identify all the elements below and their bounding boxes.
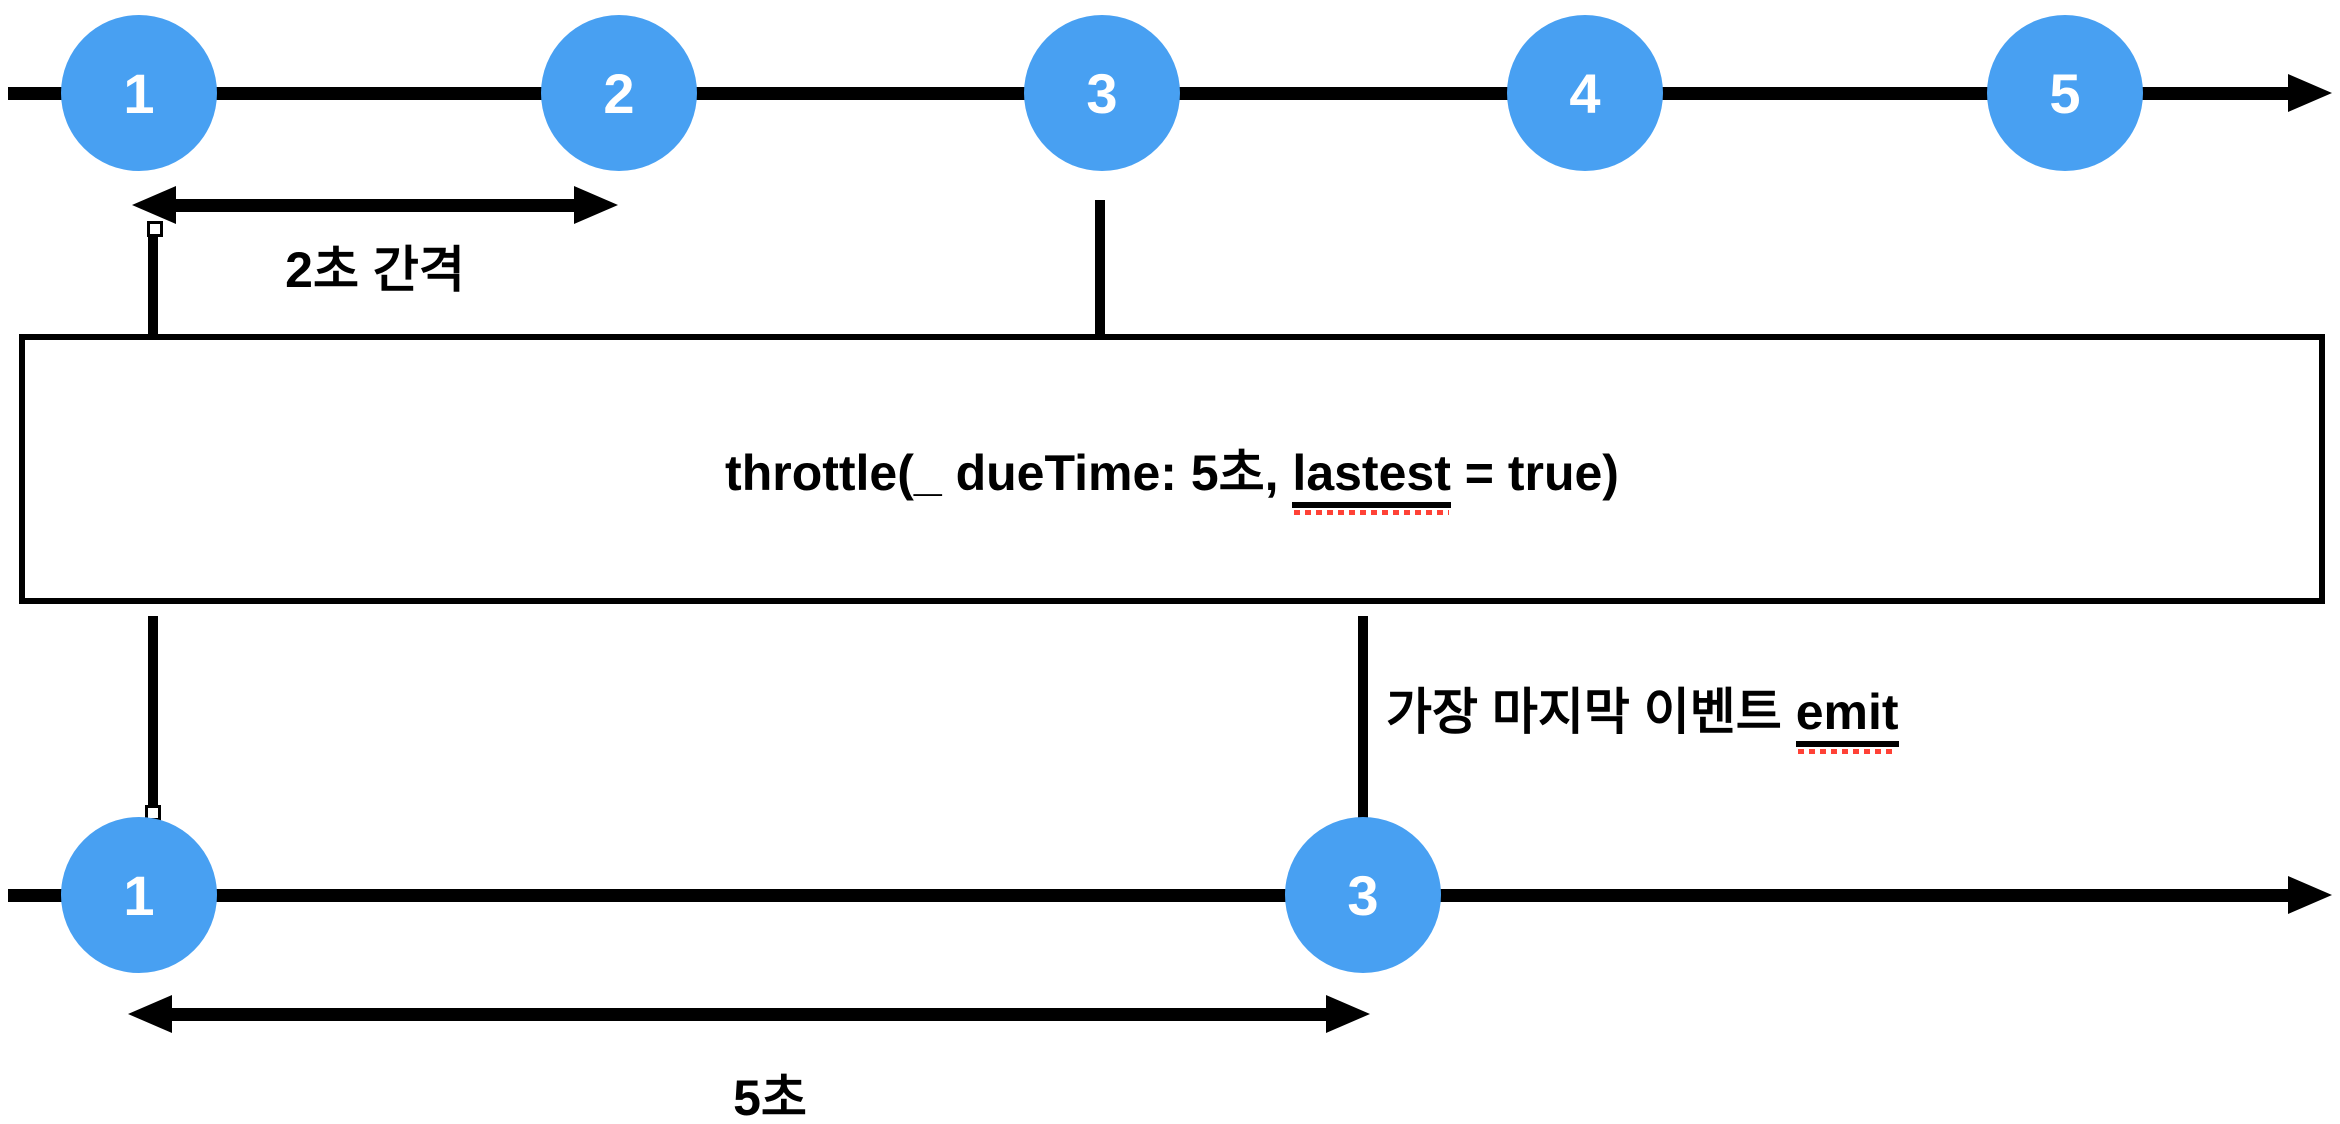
emit-annotation: 가장 마지막 이벤트 emit — [1386, 672, 1899, 747]
duration-arrow-right-head-icon — [1326, 995, 1370, 1033]
source-marble-5-label: 5 — [2049, 61, 2081, 125]
result-marble-1-label: 1 — [123, 863, 155, 927]
duration-arrow-line — [164, 1008, 1330, 1021]
source-marble-1-label: 1 — [123, 61, 155, 125]
connector-event1-to-box — [148, 237, 158, 337]
misspelled-word-lastest-text: lastest — [1292, 445, 1451, 501]
source-marble-3-label: 3 — [1086, 61, 1118, 125]
line-selection-handle-top[interactable] — [147, 221, 163, 237]
interval-label: 2초 간격 — [285, 242, 465, 298]
source-marble-4: 4 — [1507, 15, 1663, 171]
operator-expression: throttle(_ dueTime: 5초, lastest = true) — [725, 433, 1619, 508]
source-timeline-arrowhead-icon — [2288, 74, 2332, 112]
emit-annotation-prefix: 가장 마지막 이벤트 — [1386, 684, 1796, 740]
result-marble-1: 1 — [61, 817, 217, 973]
connector-event3-to-box — [1095, 200, 1105, 337]
result-timeline-line — [8, 889, 2290, 902]
source-marble-2: 2 — [541, 15, 697, 171]
interval-arrow-right-head-icon — [574, 186, 618, 224]
source-marble-5: 5 — [1987, 15, 2143, 171]
connector-box-to-result-event1 — [148, 616, 158, 807]
source-marble-3: 3 — [1024, 15, 1180, 171]
source-marble-1: 1 — [61, 15, 217, 171]
result-marble-3: 3 — [1285, 817, 1441, 973]
duration-label: 5초 — [733, 1070, 807, 1124]
misspelled-word-emit-text: emit — [1795, 684, 1899, 740]
misspelled-word-emit: emit — [1795, 684, 1899, 747]
source-marble-4-label: 4 — [1569, 61, 1601, 125]
operator-text-suffix: = true) — [1450, 445, 1619, 501]
connector-box-to-result-event3 — [1358, 616, 1368, 818]
result-timeline-arrowhead-icon — [2288, 876, 2332, 914]
operator-box: throttle(_ dueTime: 5초, lastest = true) — [19, 334, 2325, 604]
interval-arrow-line — [168, 199, 582, 212]
operator-text-prefix: throttle(_ dueTime: 5초, — [725, 445, 1293, 501]
source-marble-2-label: 2 — [603, 61, 635, 125]
misspelled-word-lastest: lastest — [1292, 445, 1451, 508]
result-marble-3-label: 3 — [1347, 863, 1379, 927]
